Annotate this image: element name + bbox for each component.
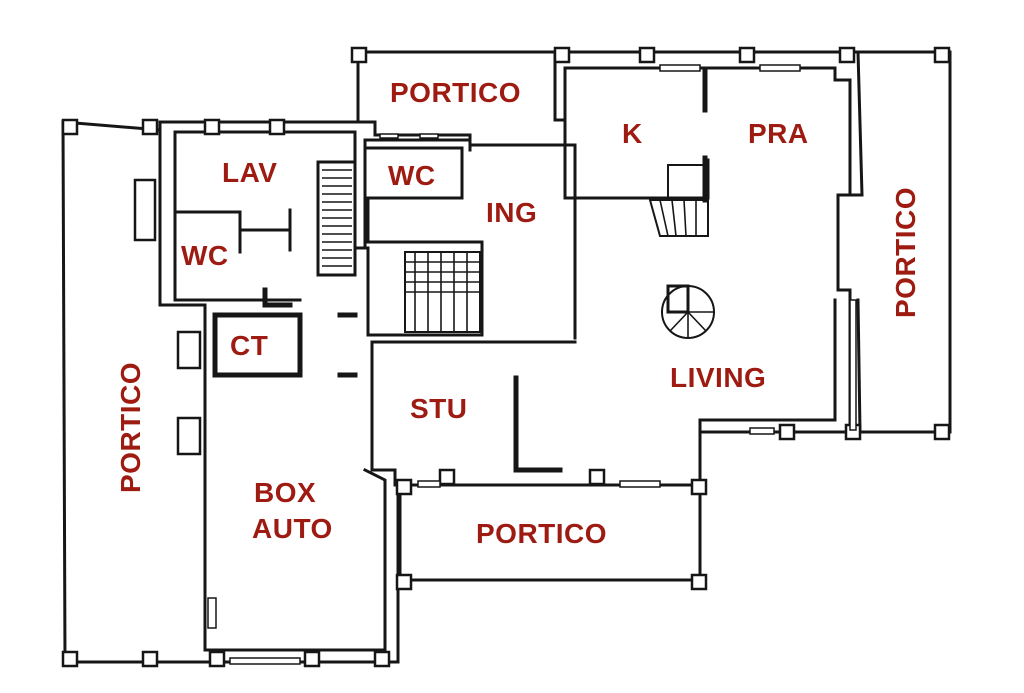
label-portico-right: PORTICO [890, 187, 921, 318]
pillars [61, 46, 951, 668]
spiral-stair [661, 284, 715, 339]
hall-door-jambs [337, 312, 358, 378]
label-lav: LAV [222, 157, 277, 188]
walls [61, 50, 952, 664]
lav-wall [173, 130, 302, 302]
label-box: BOX [254, 477, 316, 508]
left-portico-inner-wall [158, 128, 387, 652]
label-stu: STU [410, 393, 468, 424]
stair-service [322, 169, 352, 267]
room-labels: PORTICO K PRA PORTICO LAV WC ING WC CT L… [115, 77, 921, 549]
label-portico-top: PORTICO [390, 77, 521, 108]
label-portico-left: PORTICO [115, 362, 146, 493]
ct-door-wall [262, 287, 293, 308]
label-auto: AUTO [252, 513, 333, 544]
label-portico-bottom: PORTICO [476, 518, 607, 549]
upper-portico-wall [356, 50, 567, 152]
label-wc-upper: WC [388, 160, 436, 191]
stairs [322, 169, 715, 339]
stair-shaft-wall [316, 160, 357, 277]
label-ct: CT [230, 330, 268, 361]
ing-upper-wall [366, 196, 484, 337]
stu-partition [513, 375, 563, 473]
ing-right-wall [468, 143, 577, 340]
wc-upper-wall [366, 146, 464, 200]
label-ing: ING [486, 197, 537, 228]
label-k: K [622, 118, 643, 149]
label-pra: PRA [748, 118, 809, 149]
stair-kitchen [648, 199, 709, 237]
windows [207, 64, 857, 665]
stair-hall [404, 251, 481, 333]
right-portico-inner-wall [848, 50, 864, 434]
label-wc-left: WC [181, 240, 229, 271]
label-living: LIVING [670, 362, 766, 393]
lav-wc-partition [173, 208, 292, 254]
service-block-wall [173, 130, 470, 250]
living-lower-wall [370, 298, 837, 487]
kitchen-counter [667, 164, 706, 199]
ct-wall [212, 312, 303, 378]
